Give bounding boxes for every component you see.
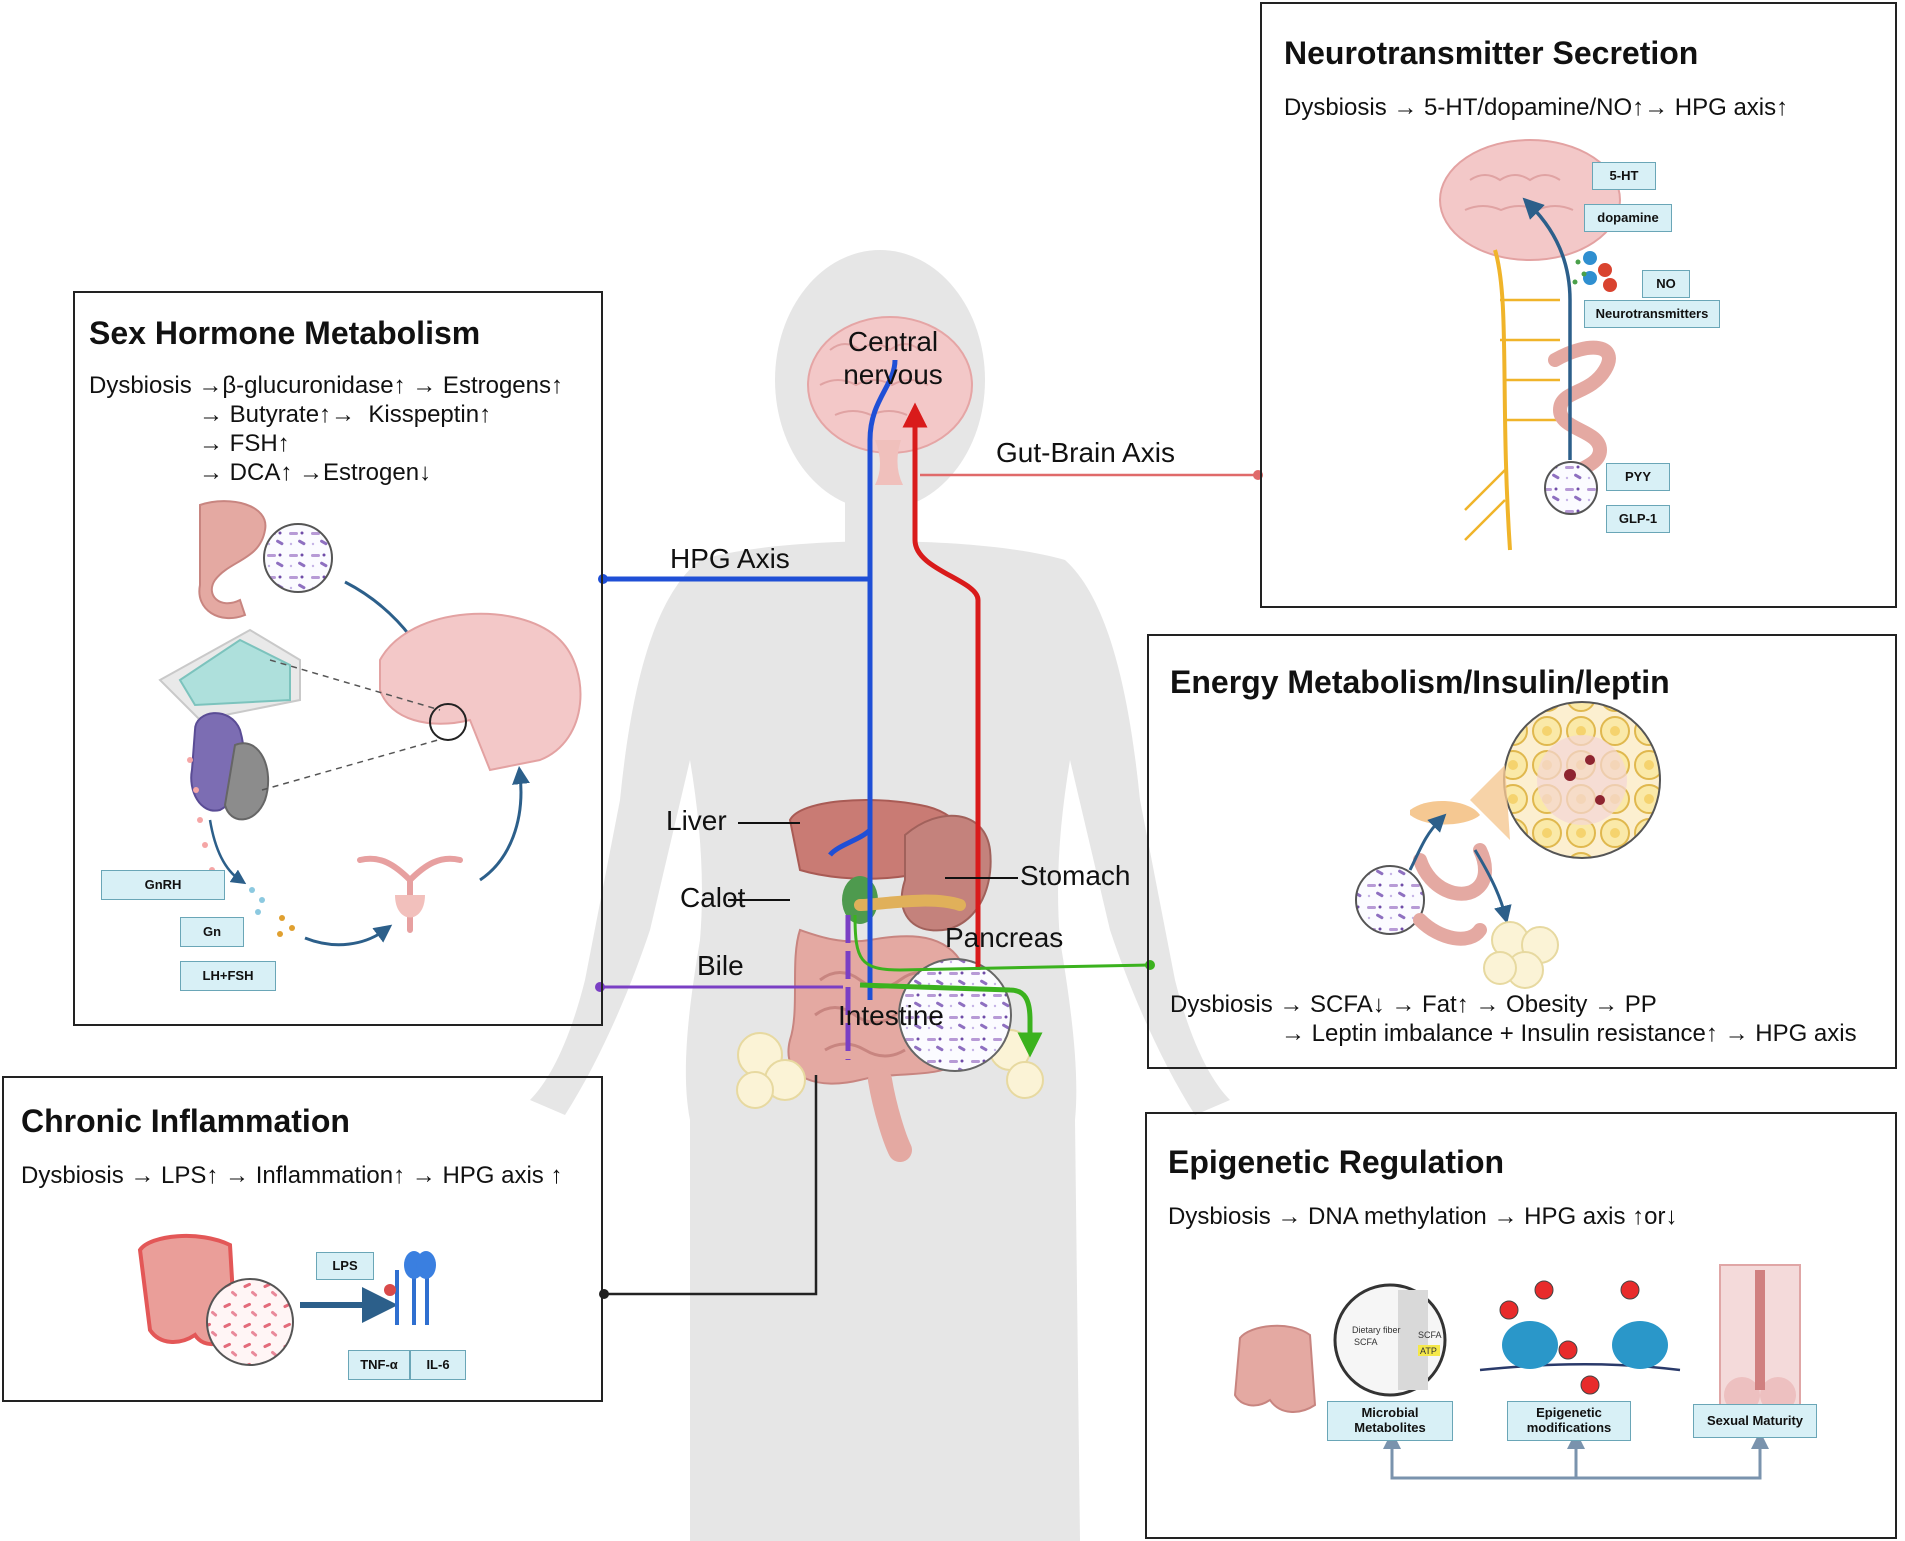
energy-panel: Energy Metabolism/Insulin/leptin Dysbios… [1147,634,1897,1069]
hpg-axis-line [603,359,898,1000]
central-nervous-line2: nervous [843,359,943,390]
inflammation-panel: Chronic Inflammation Dysbiosis → LPS↑ → … [2,1076,603,1402]
inset-label-dietary-fiber: Dietary fiber [1352,1325,1401,1335]
hpg-axis-dot [598,574,608,584]
calot-label: Calot [680,882,746,913]
energy-line2: → Leptin imbalance + Insulin resistance↑… [1281,1020,1857,1047]
sex-hormone-illustration [158,500,582,947]
neurotransmitter-panel: Neurotransmitter Secretion Dysbiosis → 5… [1260,2,1897,608]
epigenetic-illustration: Dietary fiber SCFA SCFA ATP [1233,1264,1801,1480]
liver-label: Liver [666,805,727,836]
inset-label-scfa: SCFA [1354,1337,1378,1347]
tag-tnf-alpha: TNF-α [348,1350,410,1380]
sex-hormone-line3: → FSH↑ [199,430,290,457]
energy-title: Energy Metabolism/Insulin/leptin [1170,664,1670,700]
sex-hormone-panel: Sex Hormone Metabolism Dysbiosis →β-gluc… [73,291,603,1026]
tag-5ht: 5-HT [1592,162,1656,190]
tag-glp1: GLP-1 [1606,505,1670,533]
sex-hormone-line1: Dysbiosis →β-glucuronidase↑ → Estrogens↑ [89,372,563,399]
energy-line1: Dysbiosis → SCFA↓ → Fat↑ → Obesity → PP [1170,991,1657,1018]
tag-dopamine: dopamine [1584,204,1672,232]
energy-line [853,914,1151,972]
inflammation-line [604,1075,818,1296]
tag-epigenetic-modifications: Epigenetic modifications [1507,1401,1631,1441]
epigenetic-title: Epigenetic Regulation [1168,1144,1505,1180]
stomach-label: Stomach [1020,860,1131,891]
energy-arrow [859,982,1043,1058]
neurotransmitter-title: Neurotransmitter Secretion [1284,35,1699,71]
gut-brain-line [902,402,981,970]
tag-microbial-metabolites: Microbial Metabolites [1327,1401,1453,1441]
intestine-label: Intestine [838,1000,944,1031]
neurotransmitter-illustration [1439,139,1621,551]
tag-sexual-maturity: Sexual Maturity [1693,1404,1817,1438]
tag-il6: IL-6 [410,1350,466,1380]
hpg-axis-label: HPG Axis [670,543,790,574]
epigenetic-panel: Epigenetic Regulation Dysbiosis → DNA me… [1145,1112,1897,1539]
tag-lps: LPS [316,1252,374,1280]
tag-neurotransmitters: Neurotransmitters [1584,300,1720,328]
epigenetic-text: Dysbiosis → DNA methylation → HPG axis ↑… [1168,1203,1678,1230]
tag-lh-fsh: LH+FSH [180,961,276,991]
hpg-liver-branch [828,828,872,857]
bile-label: Bile [697,950,744,981]
sex-hormone-line2: → Butyrate↑→ Kisspeptin↑ [199,401,492,428]
tag-no: NO [1642,270,1690,298]
gut-brain-axis-label: Gut-Brain Axis [996,437,1175,468]
inflammation-text: Dysbiosis → LPS↑ → Inflammation↑ → HPG a… [21,1162,563,1189]
inset-label-scfa-right: SCFA [1418,1330,1442,1340]
inflammation-illustration [137,1234,436,1366]
tag-gn: Gn [180,917,244,947]
pancreas-label: Pancreas [945,922,1064,953]
sex-hormone-title: Sex Hormone Metabolism [89,315,481,351]
energy-illustration [1355,701,1661,989]
inflammation-title: Chronic Inflammation [21,1103,350,1139]
tag-pyy: PYY [1606,463,1670,491]
central-nervous-label: Central nervous [828,325,958,391]
inset-label-atp: ATP [1420,1346,1437,1356]
sex-hormone-line4: → DCA↑ →Estrogen↓ [199,459,432,486]
tag-gnrh: GnRH [101,870,225,900]
central-nervous-line1: Central [847,326,939,357]
neurotransmitter-text: Dysbiosis → 5-HT/dopamine/NO↑→ HPG axis↑ [1284,94,1789,121]
